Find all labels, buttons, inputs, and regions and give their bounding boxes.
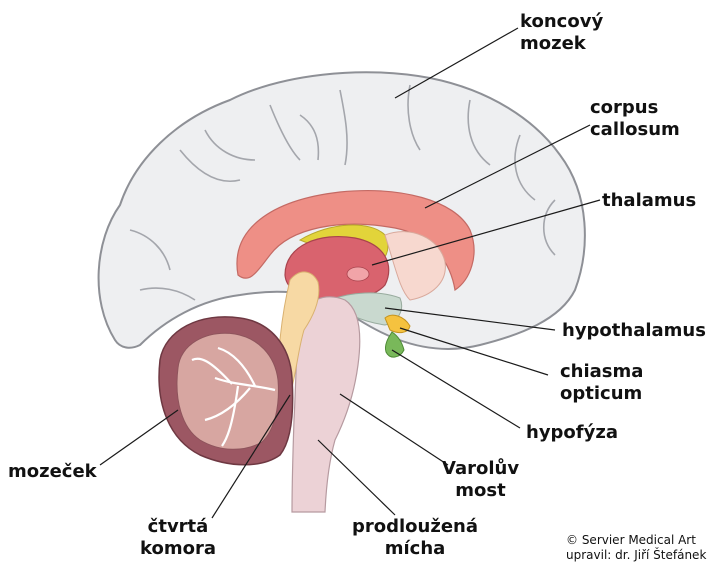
leader-thalamus [371, 199, 601, 266]
label-chiasma-opticum: chiasma opticum [560, 361, 643, 405]
label-line: mícha [384, 538, 446, 559]
leader-varoluv-most [339, 393, 449, 466]
label-line: mozek [520, 33, 586, 54]
label-hypofyza: hypofýza [526, 422, 618, 444]
label-line: čtvrtá [147, 516, 209, 537]
credit-line: upravil: dr. Jiří Štefánek [566, 548, 707, 562]
label-mozecek: mozeček [8, 461, 97, 483]
leader-ctvrta-komora [211, 394, 291, 519]
label-line: most [455, 480, 506, 501]
label-ctvrta-komora: čtvrtá komora [140, 516, 216, 560]
label-line: hypofýza [526, 422, 618, 443]
leader-hypofyza [391, 349, 521, 429]
label-corpus-callosum: corpus callosum [590, 97, 680, 141]
pituitary-gland [385, 331, 405, 358]
label-line: Varolův [442, 458, 520, 479]
leader-corpus-callosum [424, 124, 591, 209]
label-koncovy-mozek: koncový mozek [520, 11, 603, 55]
leader-hypothalamus [384, 307, 556, 331]
label-thalamus: thalamus [602, 190, 696, 212]
leader-prodlouzena-micha [317, 439, 396, 516]
label-line: koncový [520, 11, 604, 32]
label-varoluv-most: Varolův most [442, 458, 519, 502]
label-line: prodloužená [352, 516, 479, 537]
label-line: callosum [590, 119, 680, 140]
label-line: komora [140, 538, 216, 559]
leader-koncovy-mozek [394, 27, 519, 99]
leader-lines [99, 27, 601, 519]
interthalamic-adhesion [346, 266, 370, 282]
credit-line: © Servier Medical Art [566, 533, 696, 547]
cerebellum-cortex [176, 332, 279, 450]
leader-chiasma-opticum [399, 327, 549, 376]
label-line: mozeček [8, 461, 97, 482]
label-line: chiasma [560, 361, 644, 382]
corpus-callosum [236, 190, 475, 292]
gyri-lines [129, 84, 556, 301]
label-line: corpus [590, 97, 659, 118]
leader-mozecek [99, 409, 179, 466]
arbor-vitae [191, 346, 276, 447]
label-line: opticum [560, 383, 643, 404]
brainstem [291, 296, 361, 513]
label-line: hypothalamus [562, 320, 706, 341]
label-line: thalamus [602, 190, 697, 211]
credit-text: © Servier Medical Art upravil: dr. Jiří … [566, 533, 706, 563]
optic-chiasm [384, 314, 411, 334]
label-prodlouzena-micha: prodloužená mícha [352, 516, 478, 560]
label-hypothalamus: hypothalamus [562, 320, 706, 342]
